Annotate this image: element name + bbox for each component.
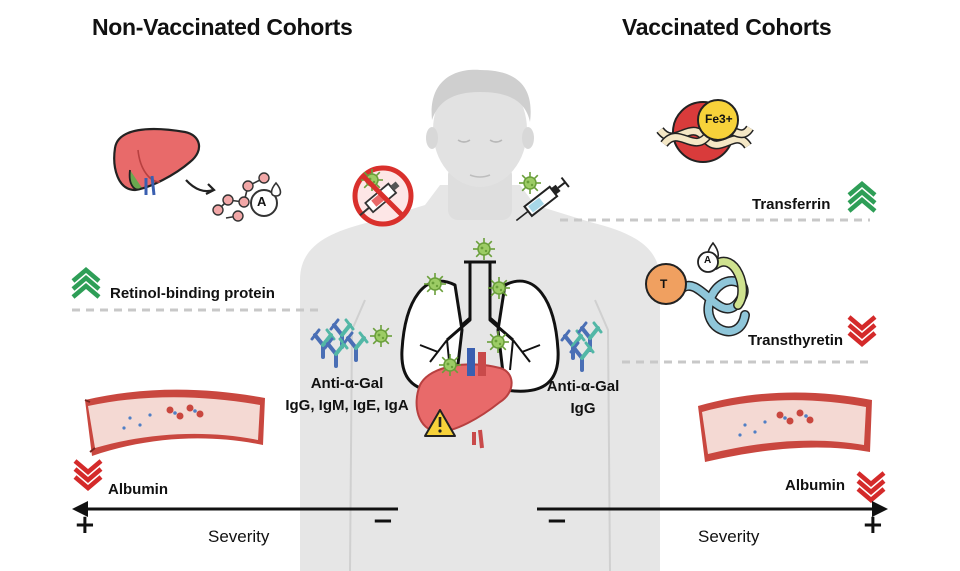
severity-right-start-sign: −: [546, 506, 568, 536]
severity-left-label: Severity: [208, 527, 270, 546]
transferrin-iron-icon: [656, 99, 754, 163]
severity-left-end-sign: −: [372, 506, 394, 536]
trend-down-albumin-right: [858, 473, 884, 500]
trend-down-transthyretin: [849, 317, 875, 344]
fe-label: Fe3+: [705, 112, 733, 126]
heading-non-vaccinated: Non-Vaccinated Cohorts: [92, 14, 353, 40]
antibody-right-line2: IgG: [570, 400, 596, 417]
lungs-icon: [400, 260, 560, 393]
heading-vaccinated: Vaccinated Cohorts: [622, 14, 832, 40]
albumin-right-label: Albumin: [785, 477, 845, 494]
human-body: [300, 69, 660, 571]
retinol-label: Retinol-binding protein: [110, 285, 275, 302]
antibody-right-line1: Anti-α-Gal: [546, 378, 620, 395]
no-vaccine-icon: [352, 165, 414, 227]
albumin-left-label: Albumin: [108, 481, 168, 498]
retinol-molecule-icon: [212, 172, 282, 222]
severity-right-label: Severity: [698, 527, 760, 546]
antibody-left-label: Anti-α-Gal IgG, IgM, IgE, IgA: [272, 373, 422, 417]
trend-up-transferrin: [849, 184, 875, 211]
transthyretin-helix-icon: [645, 241, 750, 337]
ttr-t-label: T: [660, 277, 668, 291]
antibody-left-line1: Anti-α-Gal: [310, 375, 384, 392]
liver-icon: [113, 127, 216, 196]
warning-icon: [424, 409, 456, 437]
blood-vessel-icon: [84, 389, 265, 456]
severity-right-end-sign: +: [862, 510, 884, 540]
antibody-left-line2: IgG, IgM, IgE, IgA: [285, 397, 409, 414]
dashed-separators: [72, 218, 872, 364]
trend-down-albumin-left: [75, 461, 101, 488]
transthyretin-label: Transthyretin: [748, 332, 844, 349]
trend-up-retinol: [73, 270, 99, 297]
ttr-drop-label: A: [704, 255, 712, 266]
severity-axis-left: [72, 501, 398, 517]
severity-axis-right: [537, 501, 888, 517]
antibody-right-label: Anti-α-Gal IgG: [538, 376, 628, 420]
severity-left-start-sign: +: [74, 510, 96, 540]
retinol-drop-label: A: [257, 194, 267, 209]
syringe-icon: [515, 176, 570, 222]
transferrin-label: Transferrin: [752, 196, 831, 213]
blood-vessel-icon-right: [698, 392, 872, 462]
